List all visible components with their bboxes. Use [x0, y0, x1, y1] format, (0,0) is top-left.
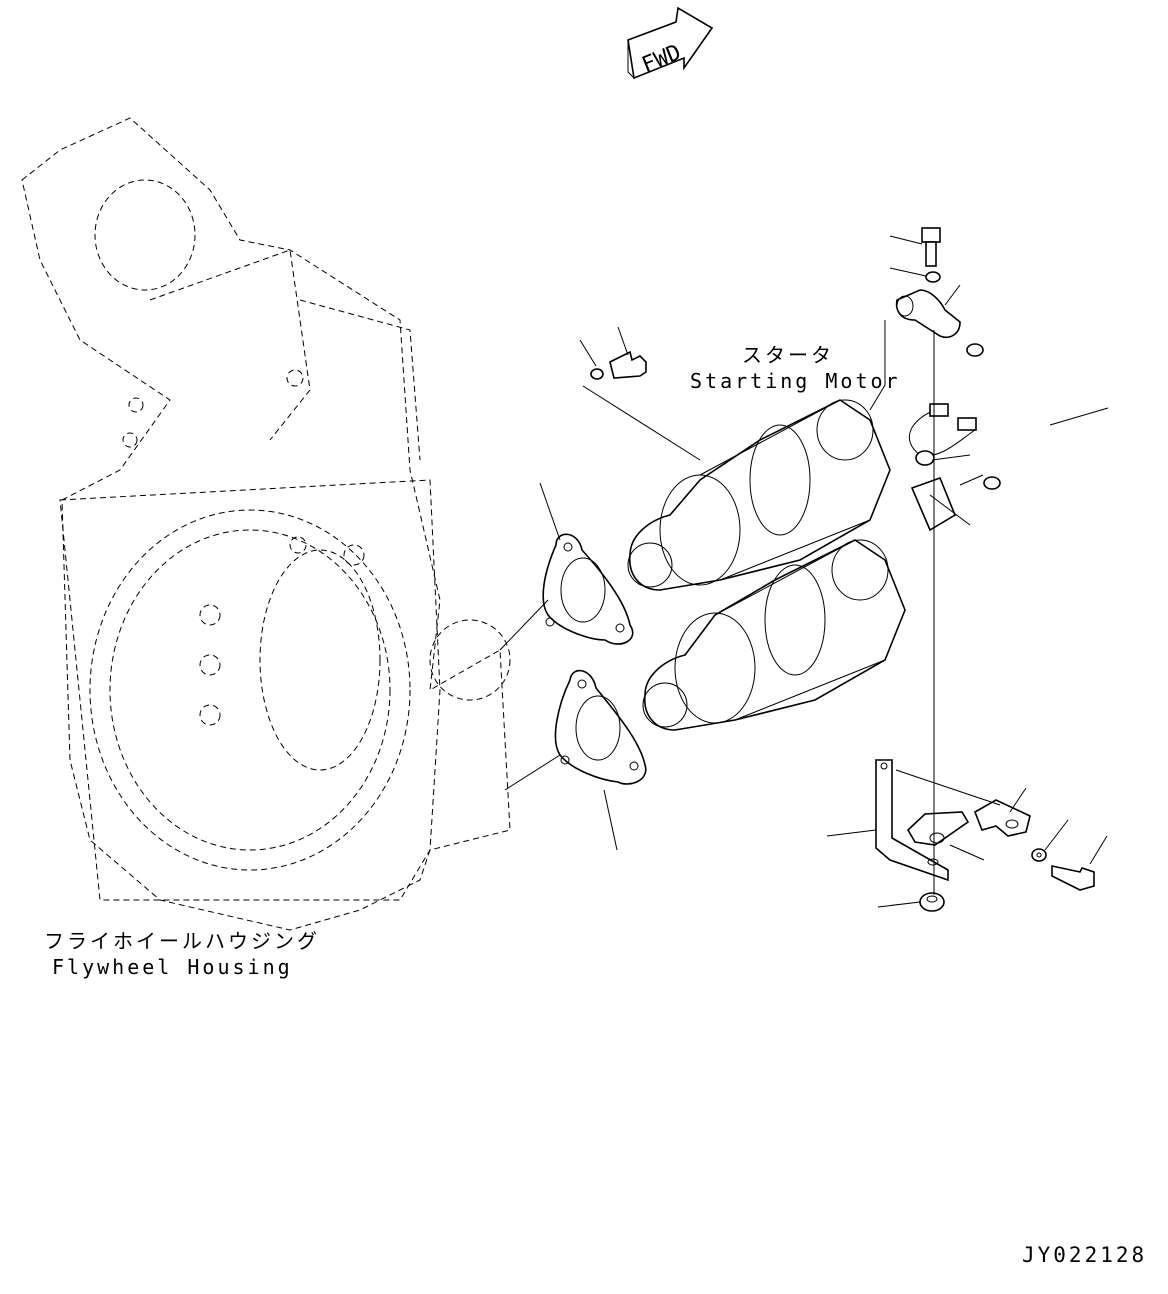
lower-gasket	[554, 669, 647, 785]
earth-strap	[906, 811, 970, 846]
leader-lines	[499, 235, 1109, 908]
mount-bolt	[590, 350, 647, 380]
starter-label-jp: スタータ	[742, 343, 834, 367]
side-bolt	[1051, 865, 1095, 891]
flywheel-label-jp: フライホイールハウジング	[44, 929, 320, 953]
nut	[919, 892, 945, 912]
lower-starting-motor	[642, 539, 906, 731]
bracket	[875, 759, 949, 882]
top-bolt	[921, 227, 941, 283]
drawing-code: JY022128	[1022, 1243, 1147, 1267]
battery-cable	[966, 343, 1055, 490]
clamp	[974, 799, 1031, 837]
wire-harness	[908, 403, 977, 532]
terminal-cap	[895, 289, 961, 338]
upper-starting-motor	[627, 399, 891, 591]
flywheel-label-en: Flywheel Housing	[52, 955, 293, 979]
fwd-arrow-icon: FWD	[627, 6, 714, 80]
starter-label-en: Starting Motor	[690, 369, 901, 393]
washer	[1031, 848, 1047, 862]
upper-gasket	[542, 533, 634, 645]
flywheel-housing	[21, 117, 511, 931]
